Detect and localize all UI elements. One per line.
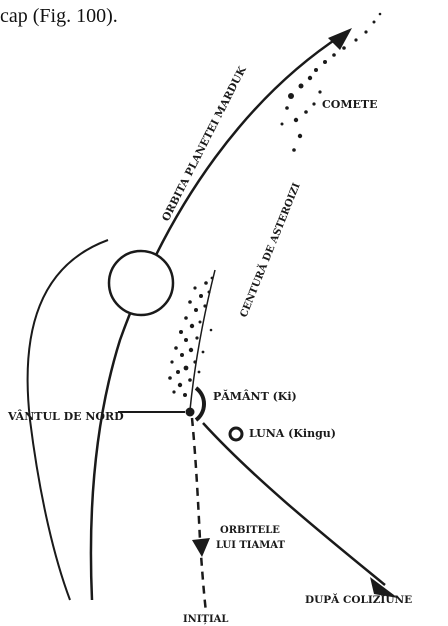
- marduk-planet: [109, 251, 173, 315]
- marduk-orbit-label: ORBITA PLANETEI MARDUK: [160, 64, 249, 223]
- earth-label: PĂMÂNT (Ki): [213, 389, 297, 403]
- caption-fragment: cap (Fig. 100).: [0, 5, 118, 27]
- comet-dots: [281, 13, 382, 152]
- comets-label: COMETE: [322, 98, 377, 111]
- tiamat-orbits-label-line2: LUI TIAMAT: [216, 540, 286, 551]
- after-collision-label: DUPĂ COLIZIUNE: [305, 592, 412, 606]
- moon-label: LUNA (Kingu): [249, 427, 336, 440]
- asteroid-belt-line: [190, 270, 215, 410]
- initial-arrowhead: [192, 538, 210, 557]
- north-wind-label: VÂNTUL DE NORD: [7, 409, 124, 423]
- earth-body: [196, 388, 204, 420]
- initial-dashed-orbit: [192, 418, 206, 612]
- moon-body: [230, 428, 242, 440]
- asteroid-belt-label: CENTURĂ DE ASTEROIZI: [238, 181, 303, 319]
- after-collision-orbit: [203, 423, 385, 585]
- marduk-orbit-arrowhead: [328, 28, 352, 50]
- initial-label: INIȚIAL: [183, 614, 228, 625]
- asteroid-belt-dots: [168, 277, 213, 397]
- tiamat-orbits-label-line1: ORBITELE: [220, 525, 280, 536]
